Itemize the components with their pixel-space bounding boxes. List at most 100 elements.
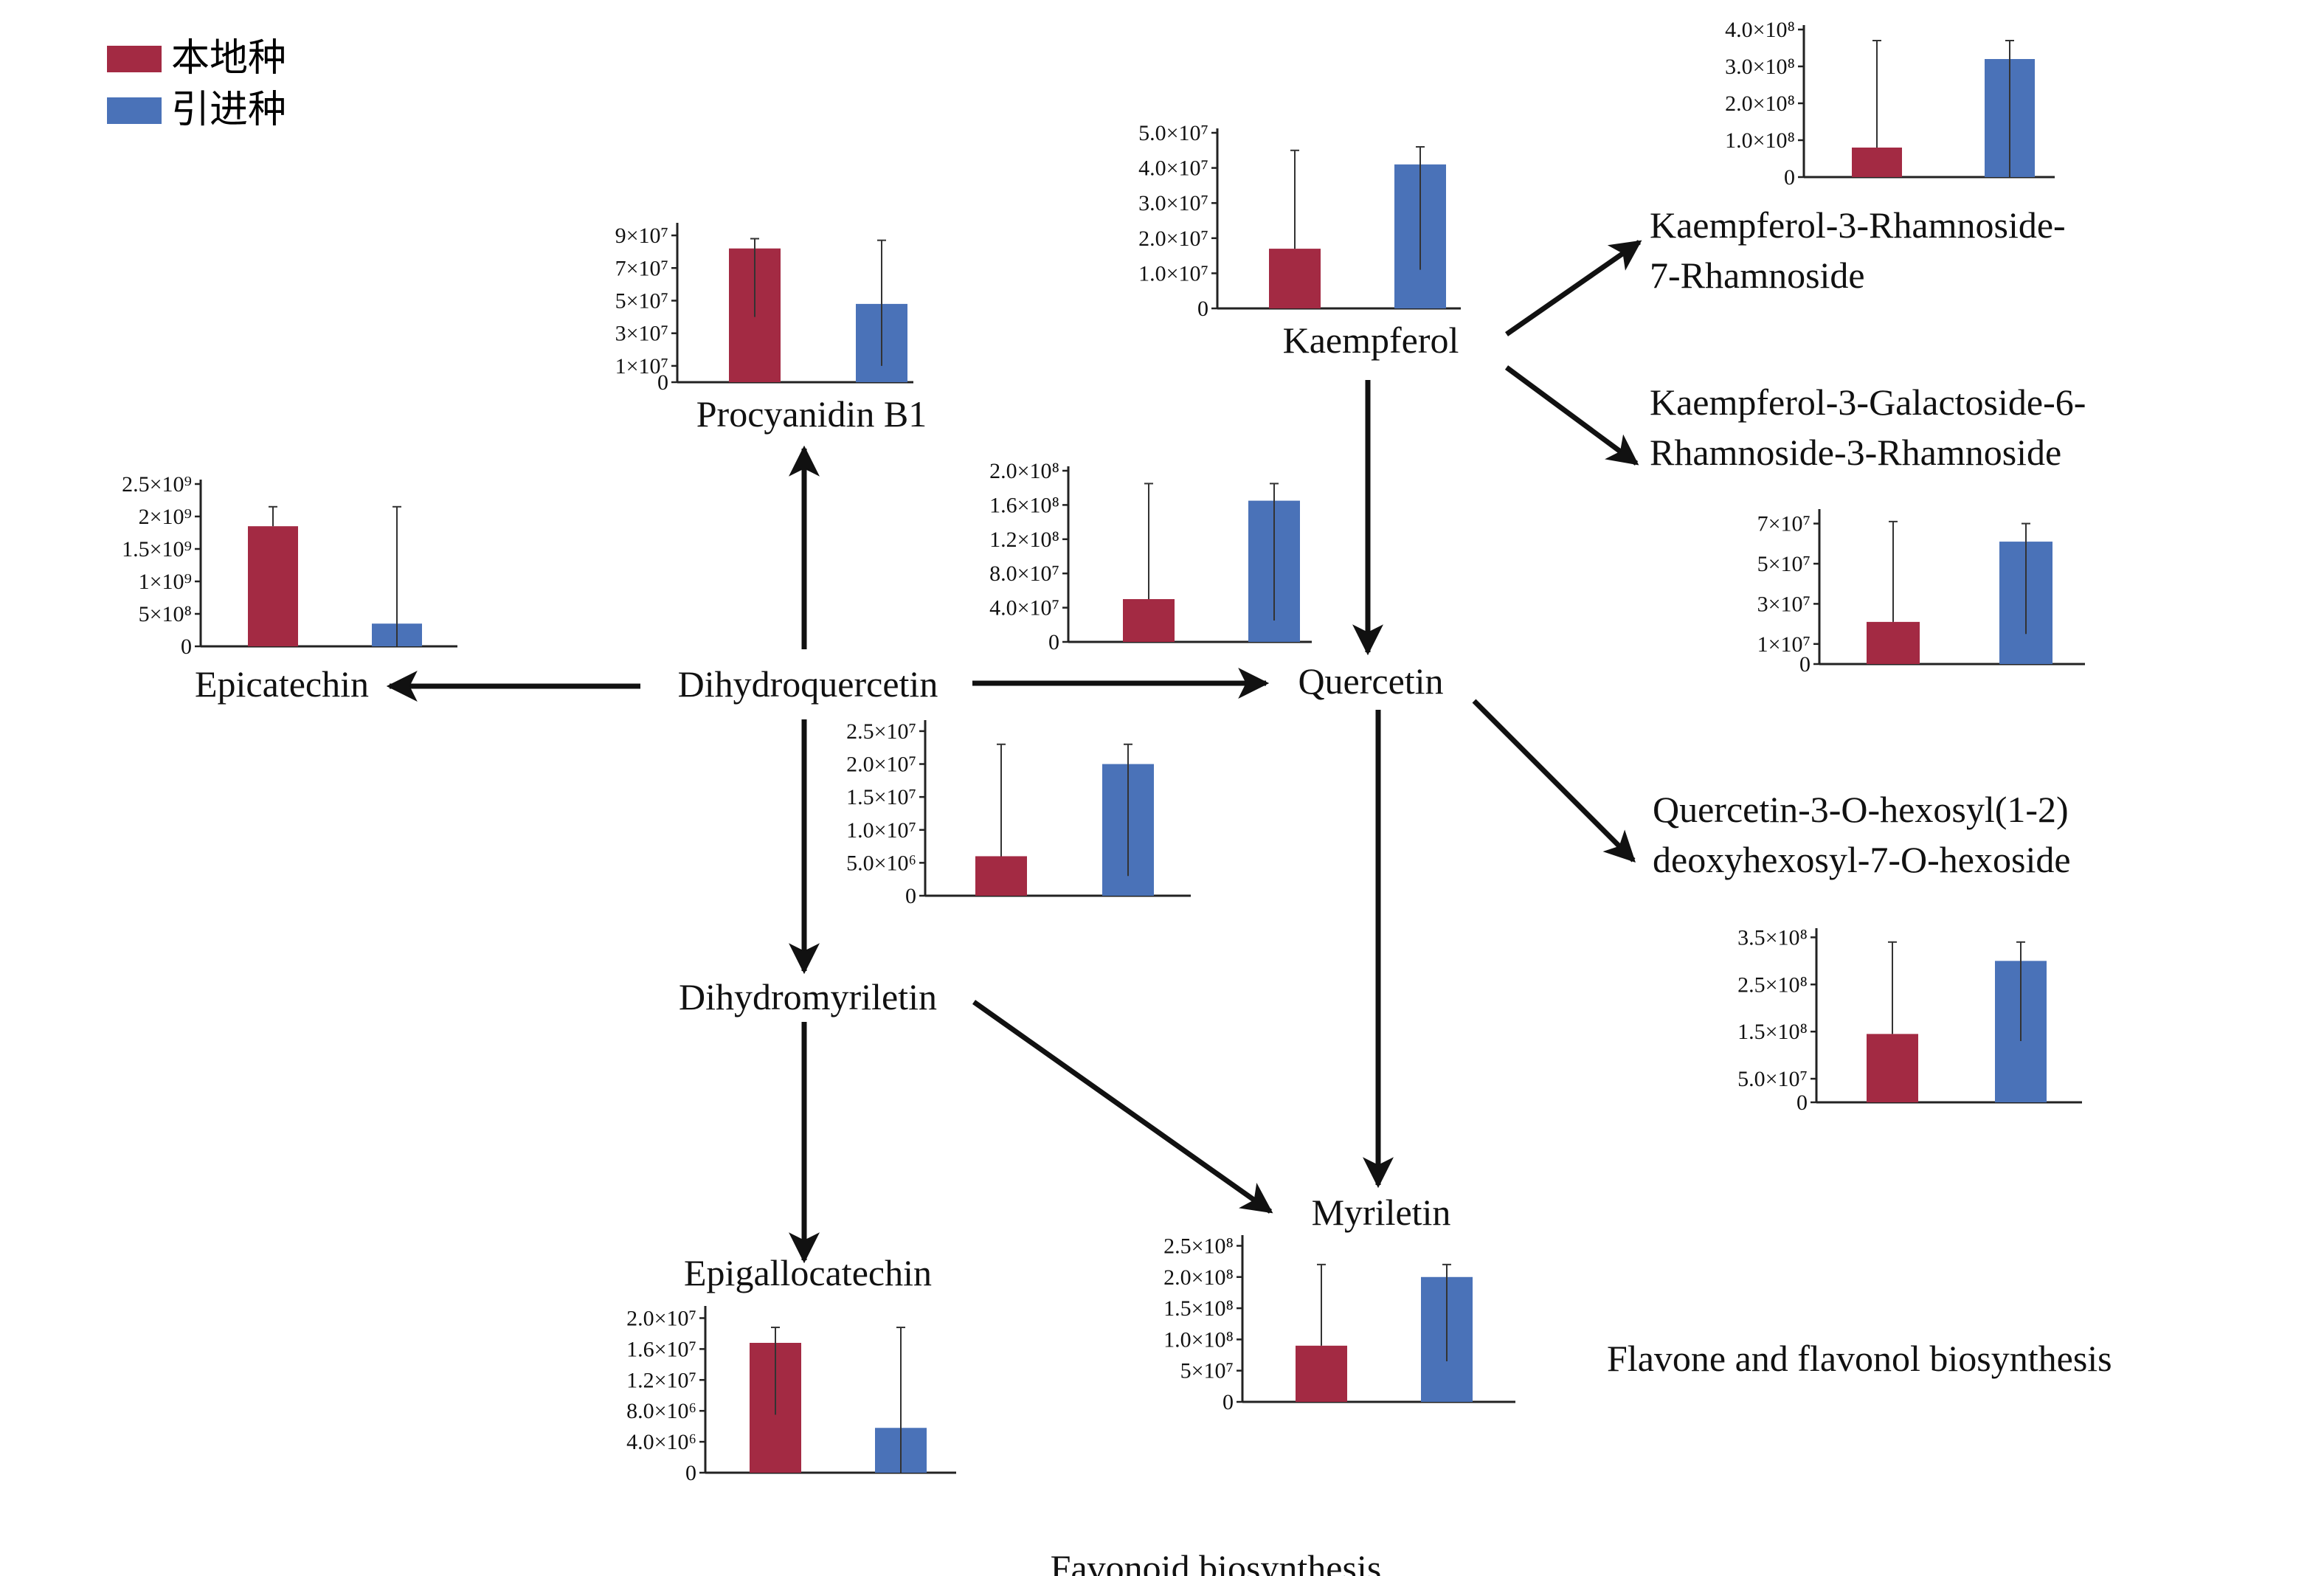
label-dihydromyriletin: Dihydromyriletin — [679, 976, 937, 1017]
label-kaempferol-galactoside-line2: Rhamnoside-3-Rhamnoside — [1650, 432, 2061, 473]
y-tick-label: 4.0×10⁷ — [989, 596, 1059, 621]
y-tick-label: 7×10⁷ — [1757, 512, 1811, 536]
label-dihydroquercetin: Dihydroquercetin — [678, 663, 938, 705]
bar-local — [1852, 148, 1902, 177]
y-tick-label: 2.0×10⁸ — [1725, 91, 1795, 116]
bar-local — [1867, 621, 1920, 664]
arrows — [386, 240, 1642, 1264]
bar-local — [1123, 599, 1175, 642]
y-tick-label: 0 — [1799, 652, 1811, 677]
bar-local — [248, 526, 298, 646]
y-tick-label: 5×10⁷ — [1180, 1359, 1234, 1383]
label-procyanidin: Procyanidin B1 — [696, 393, 927, 435]
label-kaempferol-galactoside-line1: Kaempferol-3-Galactoside-6- — [1650, 381, 2086, 423]
y-tick-label: 2.0×10⁷ — [626, 1306, 696, 1330]
y-tick-label: 5×10⁷ — [1757, 552, 1811, 576]
chart-dihydromyriletin: 0 5.0×10⁶ 1.0×10⁷ 1.5×10⁷ 2.0×10⁷ 2.5×10⁷ — [846, 719, 1191, 908]
y-tick-label: 8.0×10⁷ — [989, 561, 1059, 586]
label-epicatechin: Epicatechin — [195, 663, 369, 705]
y-tick-label: 2.5×10⁷ — [846, 719, 916, 744]
bar-local — [1867, 1034, 1918, 1102]
y-tick-label: 1.2×10⁷ — [626, 1368, 696, 1392]
legend-swatch-introduced — [107, 97, 162, 124]
chart-epigallocatechin: 0 4.0×10⁶ 8.0×10⁶ 1.2×10⁷ 1.6×10⁷ 2.0×10⁷ — [626, 1306, 956, 1485]
y-tick-label: 1.6×10⁸ — [989, 493, 1059, 517]
bar-local — [975, 856, 1027, 896]
y-tick-label: 5.0×10⁶ — [846, 851, 916, 875]
arrow-quercetin-to-hexoside — [1472, 699, 1636, 863]
y-tick-label: 1.0×10⁸ — [1163, 1327, 1234, 1352]
y-tick-label: 3×10⁷ — [615, 322, 668, 346]
bar-local — [1296, 1345, 1347, 1402]
y-tick-label: 2.0×10⁸ — [1163, 1265, 1234, 1290]
y-tick-label: 5.0×10⁷ — [1138, 121, 1208, 145]
y-tick-label: 1×10⁹ — [139, 570, 192, 594]
y-tick-label: 2.0×10⁷ — [1138, 227, 1208, 251]
y-tick-label: 2×10⁹ — [139, 505, 192, 529]
y-tick-label: 1.5×10⁷ — [846, 785, 916, 809]
y-tick-label: 0 — [181, 635, 192, 659]
chart-kaempferol-rhamnoside: 0 1.0×10⁸ 2.0×10⁸ 3.0×10⁸ 4.0×10⁸ — [1725, 18, 2055, 190]
y-tick-label: 1.2×10⁸ — [989, 528, 1059, 552]
label-epigallocatechin: Epigallocatechin — [684, 1252, 932, 1293]
y-tick-label: 0 — [1784, 165, 1795, 190]
arrow-dihydromyriletin-to-myriletin — [972, 1000, 1273, 1214]
legend: 本地种 引进种 — [107, 36, 286, 132]
y-tick-label: 2.5×10⁸ — [1737, 972, 1808, 997]
y-tick-label: 0 — [685, 1461, 696, 1485]
y-tick-label: 3.0×10⁷ — [1138, 191, 1208, 215]
chart-procyanidin-b1: 01×10⁷ 3×10⁷ 5×10⁷ 7×10⁷ 9×10⁷ — [615, 223, 913, 395]
y-tick-label: 0 — [1197, 297, 1208, 321]
bar-local — [1269, 249, 1321, 308]
y-tick-label: 1.5×10⁸ — [1163, 1296, 1234, 1321]
y-tick-label: 1.0×10⁷ — [1138, 261, 1208, 286]
y-tick-label: 0 — [1796, 1091, 1808, 1115]
y-tick-label: 1.5×10⁸ — [1737, 1020, 1808, 1044]
chart-kaempferol-galactoside: 01×10⁷ 3×10⁷ 5×10⁷ 7×10⁷ — [1757, 509, 2085, 677]
y-tick-label: 0 — [1048, 630, 1059, 654]
y-tick-label: 1.0×10⁷ — [846, 818, 916, 843]
y-tick-label: 9×10⁷ — [615, 224, 668, 248]
chart-kaempferol: 0 1.0×10⁷ 2.0×10⁷ 3.0×10⁷ 4.0×10⁷ 5.0×10⁷ — [1138, 121, 1461, 321]
pathway-label-flavone: Flavone and flavonol biosynthesis — [1607, 1338, 2112, 1379]
y-tick-label: 1.6×10⁷ — [626, 1337, 696, 1361]
arrow-kaempferol-to-galactoside — [1504, 365, 1639, 466]
y-tick-label: 4.0×10⁶ — [626, 1430, 696, 1454]
y-tick-label: 4.0×10⁸ — [1725, 18, 1795, 42]
y-tick-label: 0 — [657, 370, 668, 395]
y-tick-label: 5.0×10⁷ — [1737, 1067, 1808, 1091]
chart-quercetin-hexoside: 05.0×10⁷ 1.5×10⁸ 2.5×10⁸ 3.5×10⁸ — [1737, 925, 2082, 1115]
y-tick-label: 7×10⁷ — [615, 256, 668, 280]
compound-labels: Kaempferol Procyanidin B1 Epicatechin Di… — [195, 204, 2086, 1293]
y-tick-label: 2.5×10⁸ — [1163, 1234, 1234, 1258]
y-tick-label: 1×10⁷ — [615, 354, 668, 379]
y-tick-label: 0 — [905, 884, 916, 908]
legend-label-introduced: 引进种 — [171, 88, 286, 132]
legend-swatch-local — [107, 46, 162, 72]
y-tick-label: 1×10⁷ — [1757, 632, 1811, 657]
pathway-label-flavonoid: Favonoid biosynthesis — [1051, 1547, 1382, 1576]
y-tick-label: 2.0×10⁸ — [989, 459, 1059, 483]
label-kaempferol-rhamnoside-line1: Kaempferol-3-Rhamnoside- — [1650, 204, 2066, 246]
arrow-kaempferol-to-rhamnoside — [1505, 240, 1642, 336]
y-tick-label: 2.0×10⁷ — [846, 753, 916, 777]
label-myriletin: Myriletin — [1312, 1192, 1451, 1233]
y-tick-label: 1.0×10⁸ — [1725, 128, 1795, 153]
y-tick-label: 8.0×10⁶ — [626, 1399, 696, 1423]
label-kaempferol-rhamnoside-line2: 7-Rhamnoside — [1650, 255, 1865, 296]
y-tick-label: 5×10⁷ — [615, 288, 668, 313]
y-tick-label: 3.0×10⁸ — [1725, 55, 1795, 79]
y-tick-label: 3×10⁷ — [1757, 592, 1811, 616]
label-quercetin-hexoside-line1: Quercetin-3-O-hexosyl(1-2) — [1653, 789, 2069, 830]
y-tick-label: 2.5×10⁹ — [122, 472, 192, 497]
y-tick-label: 3.5×10⁸ — [1737, 925, 1808, 950]
label-quercetin-hexoside-line2: deoxyhexosyl-7-O-hexoside — [1653, 839, 2071, 880]
label-quercetin: Quercetin — [1298, 660, 1443, 702]
chart-quercetin: 0 4.0×10⁷ 8.0×10⁷ 1.2×10⁸ 1.6×10⁸ 2.0×10⁸ — [989, 459, 1312, 654]
y-tick-label: 4.0×10⁷ — [1138, 156, 1208, 181]
label-kaempferol: Kaempferol — [1283, 319, 1459, 361]
y-tick-label: 1.5×10⁹ — [122, 537, 192, 561]
